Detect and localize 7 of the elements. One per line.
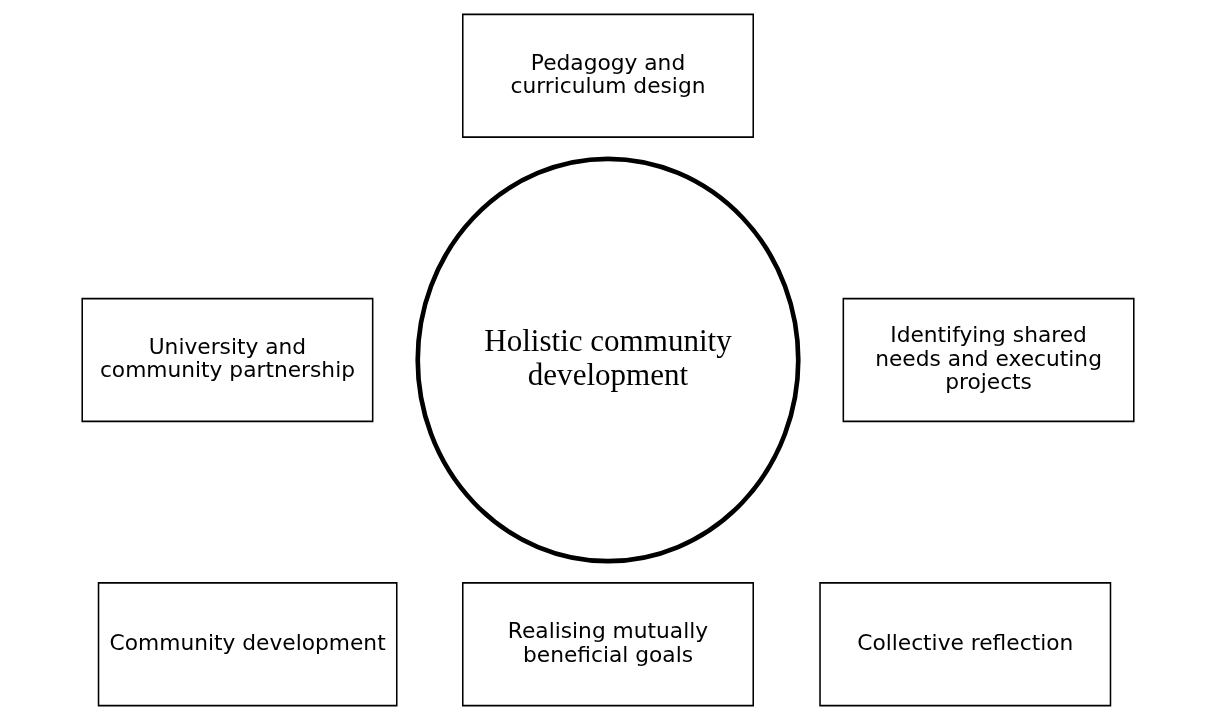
node-box: Pedagogy and curriculum design xyxy=(461,13,754,138)
node-circle: Holistic community development xyxy=(414,156,801,564)
node-box: Community development xyxy=(97,582,398,707)
node-box: Identifying shared needs and executing projects xyxy=(842,297,1135,423)
node-box: Collective reflection xyxy=(818,582,1111,707)
node-box: University and community partnership xyxy=(80,297,373,423)
node-box: Realising mutually beneficial goals xyxy=(461,582,754,707)
